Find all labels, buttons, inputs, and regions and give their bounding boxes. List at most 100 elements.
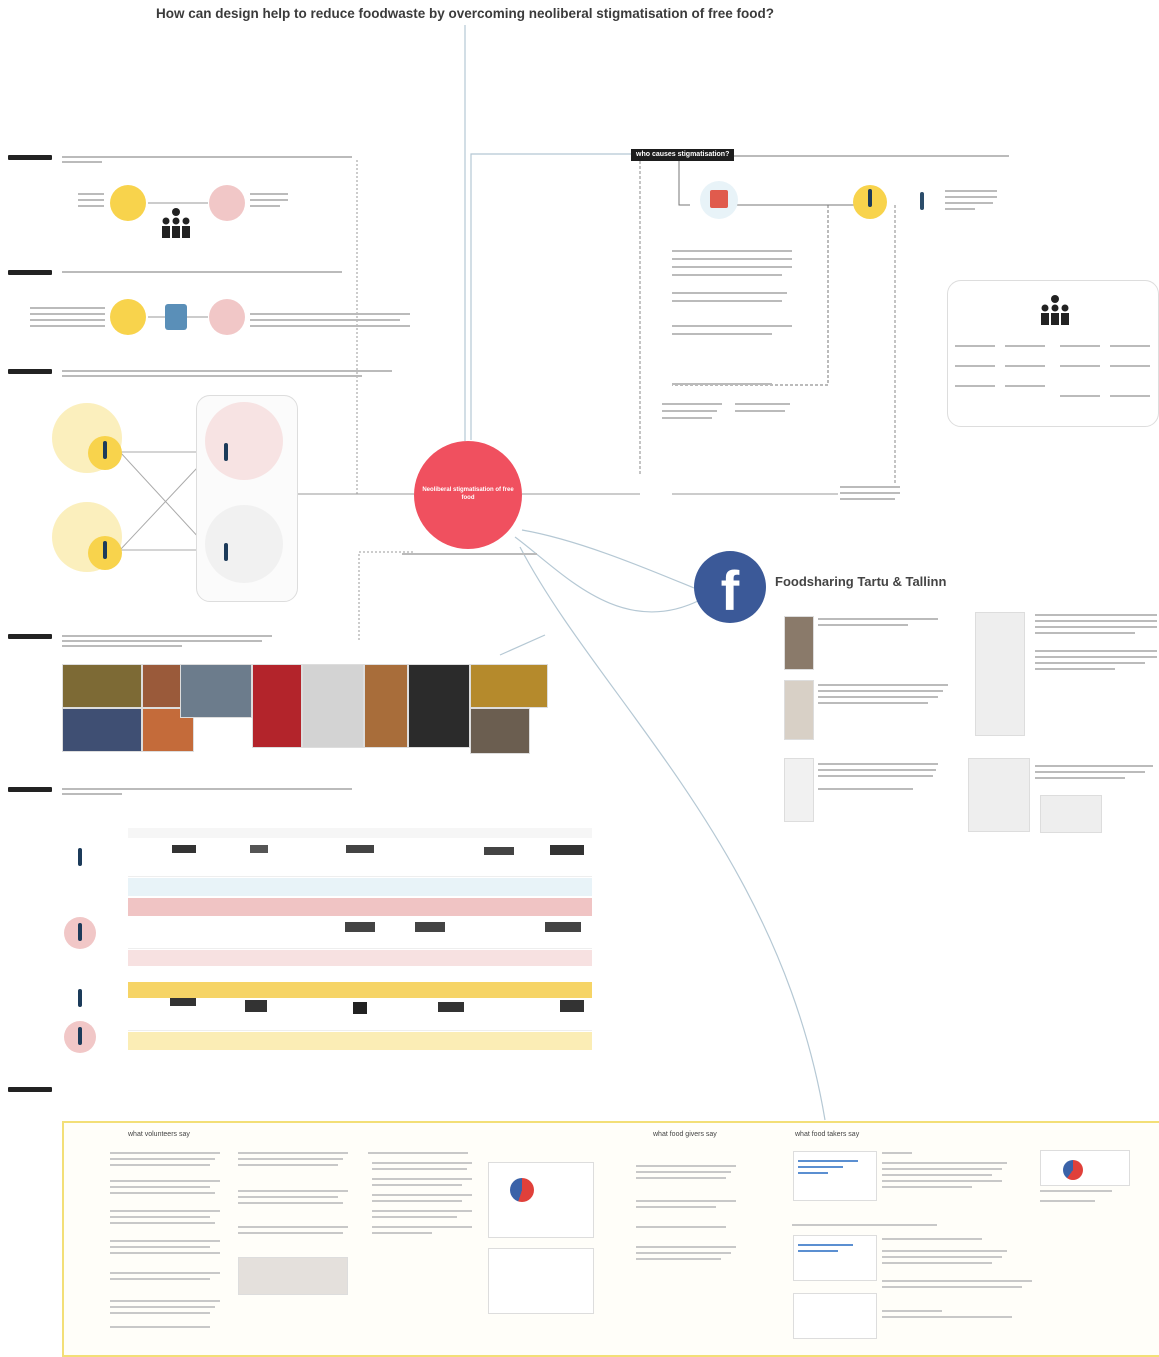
person-icon	[78, 1027, 82, 1045]
hub-label: Neoliberal stigmatisation of free food	[422, 487, 514, 501]
quote-line	[110, 1252, 220, 1254]
annotation-line	[1110, 365, 1150, 367]
persona-bubble	[205, 402, 283, 480]
section-tag	[8, 155, 52, 160]
icon-cluster	[438, 1002, 464, 1012]
annotation-line	[955, 365, 995, 367]
annotation-line	[62, 370, 392, 372]
annotation-line	[62, 645, 182, 647]
icon-cluster	[346, 845, 374, 853]
annotation-line	[672, 266, 792, 268]
quote-line	[882, 1168, 1002, 1170]
annotation-line	[250, 193, 288, 195]
annotation-line	[945, 208, 975, 210]
persona-bubble	[205, 505, 283, 583]
survey-chart-card	[793, 1293, 877, 1339]
annotation-line	[945, 202, 993, 204]
annotation-line	[945, 196, 997, 198]
annotation-line	[1005, 365, 1045, 367]
quote-line	[636, 1200, 736, 1202]
annotation-line	[1035, 650, 1157, 652]
quote-line	[110, 1326, 210, 1328]
quote-line	[882, 1180, 1002, 1182]
quote-line	[882, 1186, 972, 1188]
annotation-line	[1035, 771, 1145, 773]
annotation-line	[1035, 614, 1157, 616]
photo	[408, 664, 470, 748]
quote-line	[238, 1164, 338, 1166]
annotation-line	[78, 205, 104, 207]
annotation-line	[818, 696, 938, 698]
annotation-line	[672, 300, 782, 302]
annotation-line	[840, 498, 895, 500]
annotation-line	[662, 403, 722, 405]
annotation-line	[1060, 345, 1100, 347]
quote-line	[110, 1192, 215, 1194]
quote-line	[1040, 1200, 1095, 1202]
quote-line	[792, 1224, 937, 1226]
quote-line	[110, 1186, 210, 1188]
quote-line	[372, 1184, 462, 1186]
annotation-line	[818, 684, 948, 686]
annotation-line	[735, 410, 785, 412]
annotation-line	[30, 307, 105, 309]
quote-line	[636, 1258, 721, 1260]
quote-line	[636, 1206, 716, 1208]
quote-line	[110, 1152, 220, 1154]
volunteers-heading: what volunteers say	[128, 1131, 190, 1138]
bar	[798, 1160, 858, 1162]
quote-line	[238, 1158, 343, 1160]
photo	[180, 664, 252, 718]
journey-row	[128, 898, 592, 916]
icon-cluster	[345, 922, 375, 932]
quote-line	[882, 1162, 1007, 1164]
person-icon	[868, 189, 872, 207]
annotation-line	[1035, 632, 1135, 634]
annotation-line	[818, 618, 938, 620]
screenshot-thumb	[1040, 795, 1102, 833]
annotation-line	[662, 410, 717, 412]
annotation-line	[1035, 656, 1157, 658]
survey-text-card	[488, 1248, 594, 1314]
stakeholder-panel	[947, 280, 1159, 427]
quote-line	[882, 1262, 992, 1264]
annotation-line	[1035, 620, 1157, 622]
quote-line	[372, 1216, 457, 1218]
journey-row	[128, 1032, 592, 1050]
annotation-line	[1005, 345, 1045, 347]
quote-line	[110, 1278, 210, 1280]
who-causes-tag: who causes stigmatisation?	[631, 149, 735, 161]
quote-line	[372, 1178, 472, 1180]
annotation-line	[62, 375, 362, 377]
screenshot-thumb	[238, 1257, 348, 1295]
givers-heading: what food givers say	[653, 1131, 717, 1138]
person-icon	[78, 848, 82, 866]
annotation-line	[30, 313, 105, 315]
icon-cluster	[545, 922, 581, 932]
quote-line	[110, 1180, 220, 1182]
annotation-line	[672, 258, 792, 260]
quote-line	[110, 1306, 215, 1308]
person-icon	[224, 543, 228, 561]
annotation-line	[62, 640, 262, 642]
annotation-line	[30, 325, 105, 327]
quote-line	[882, 1280, 1032, 1282]
bank-icon	[710, 190, 728, 208]
giver-circle	[110, 185, 146, 221]
annotation-line	[1110, 345, 1150, 347]
annotation-line	[1035, 765, 1153, 767]
facebook-group-title: Foodsharing Tartu & Tallinn	[775, 574, 947, 589]
quote-line	[110, 1158, 215, 1160]
facebook-logo	[694, 551, 766, 623]
quote-line	[882, 1286, 1022, 1288]
pie-chart	[1063, 1160, 1083, 1180]
quote-line	[238, 1226, 348, 1228]
icon-cluster	[550, 845, 584, 855]
taker-circle	[209, 185, 245, 221]
annotation-line	[30, 319, 105, 321]
quote-line	[110, 1164, 210, 1166]
quote-line	[372, 1232, 432, 1234]
annotation-line	[672, 250, 792, 252]
annotation-line	[818, 763, 938, 765]
annotation-line	[1035, 662, 1145, 664]
